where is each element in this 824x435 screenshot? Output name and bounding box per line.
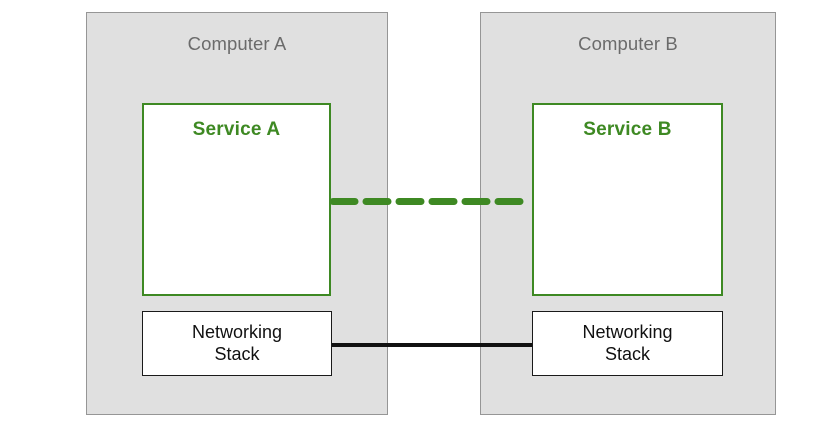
- computer-a-title: Computer A: [187, 33, 287, 54]
- service-a-label: Service A: [192, 119, 281, 140]
- networking-stack-box-a: Networking Stack: [142, 311, 332, 376]
- networking-stack-a-label-line-2: Stack: [214, 343, 260, 364]
- networking-stack-b-label-line-2: Stack: [604, 343, 651, 364]
- computer-b-title: Computer B: [578, 33, 678, 54]
- networking-stack-b-label-line-1: Networking: [582, 322, 673, 343]
- networking-stack-a-label-line-1: Networking: [191, 322, 283, 343]
- networking-stack-box-b: Networking Stack: [532, 311, 723, 376]
- stack-link-solid-line: [330, 343, 534, 347]
- service-link-dashed-line: [329, 198, 534, 205]
- service-b-label: Service B: [583, 119, 672, 140]
- service-box-a: Service A: [142, 103, 331, 296]
- service-box-b: Service B: [532, 103, 723, 296]
